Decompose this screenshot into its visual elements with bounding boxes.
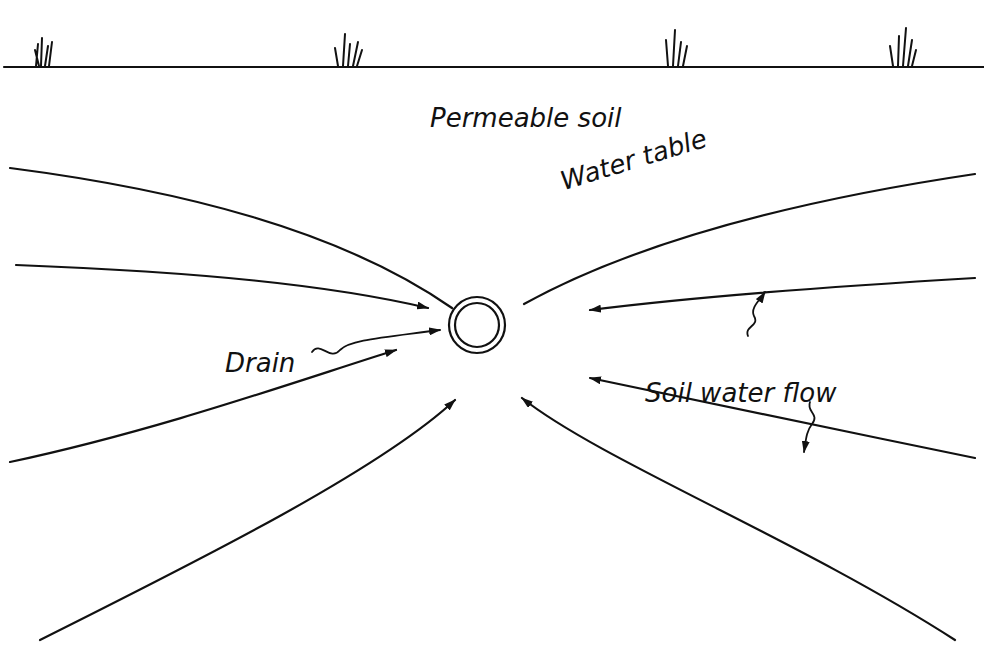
grass-tuft (35, 28, 916, 66)
drain-pipe (455, 303, 499, 347)
soil-label: Permeable soil (430, 105, 622, 131)
water-table-label: Water table (557, 125, 709, 194)
drain-pipe (449, 297, 505, 353)
flow-label: Soil water flow (645, 380, 836, 406)
leader-line (312, 292, 815, 452)
drain-label: Drain (225, 350, 295, 376)
flow-line (10, 265, 975, 640)
water-table-line (10, 168, 452, 308)
ground-line (4, 66, 984, 68)
water-table-line (524, 174, 975, 304)
